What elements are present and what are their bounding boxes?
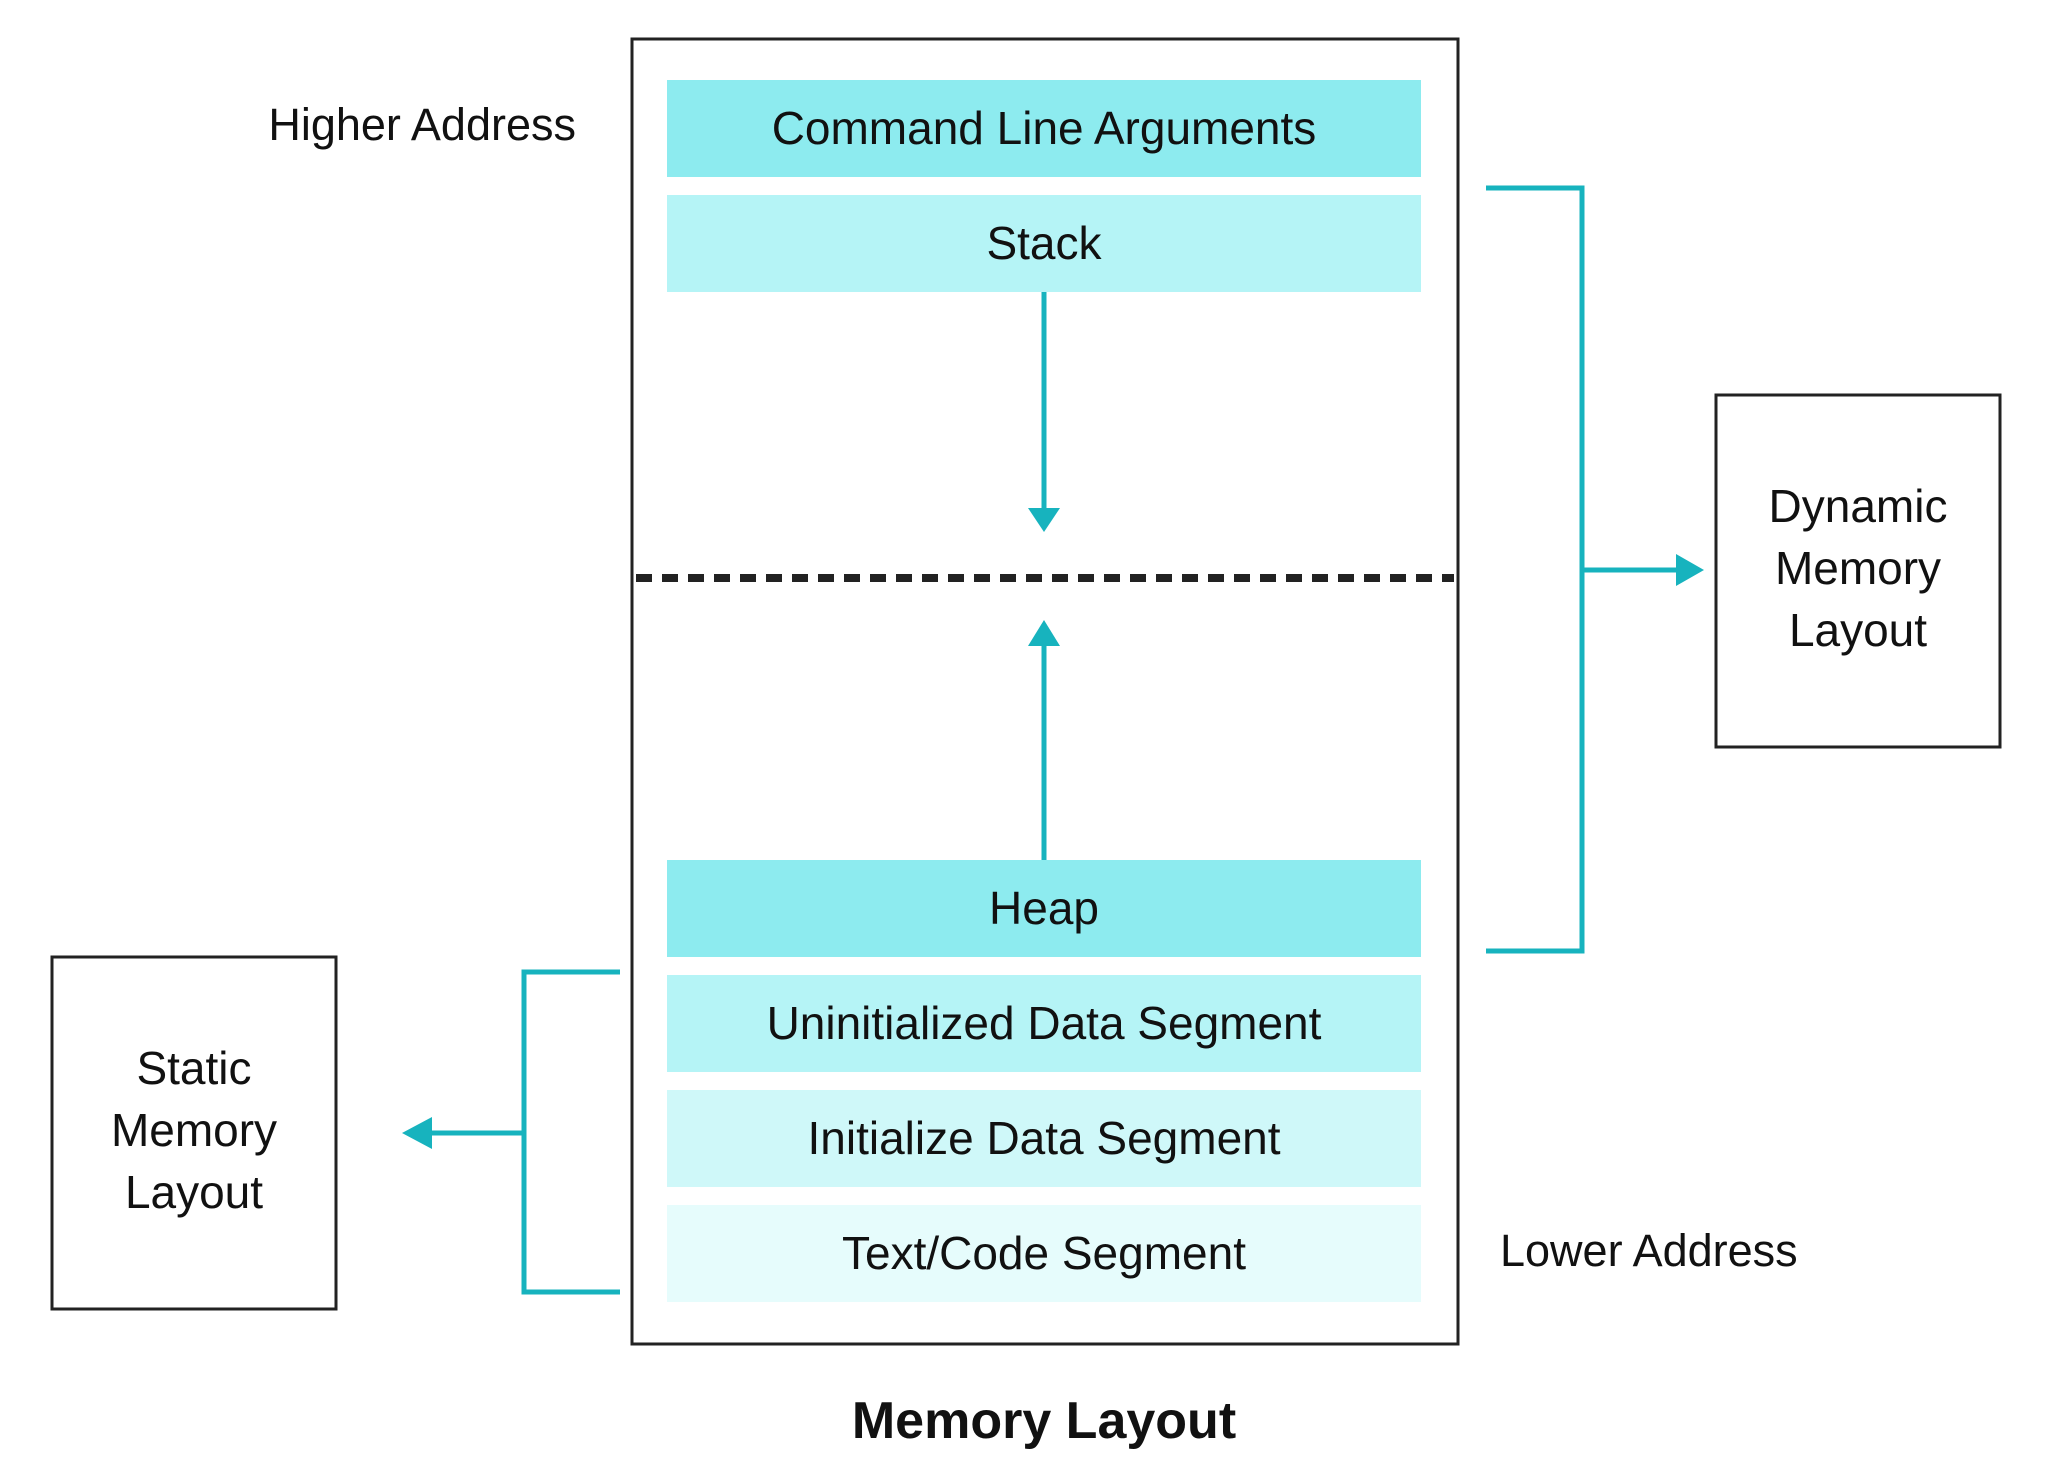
segment-stack: [667, 195, 1421, 292]
dynamic-bracket: [1486, 185, 1585, 954]
static-box-line-3: Layout: [125, 1166, 263, 1218]
lower-address-label: Lower Address: [1500, 1225, 1798, 1276]
segment-text-code-label: Text/Code Segment: [842, 1227, 1246, 1279]
dynamic-memory-layout-box: [1714, 393, 2002, 749]
segment-heap-label: Heap: [989, 882, 1099, 934]
segment-uninitialized-data: [667, 975, 1421, 1072]
segment-heap: [667, 860, 1421, 957]
static-arrow-icon: [402, 1117, 432, 1149]
segment-command-line-arguments: [667, 80, 1421, 177]
dynamic-arrow-icon: [1676, 554, 1704, 586]
higher-address-label: Higher Address: [268, 99, 576, 150]
static-box-line-2: Memory: [111, 1104, 277, 1156]
segment-stack-label: Stack: [986, 217, 1102, 269]
segment-command-line-arguments-label: Command Line Arguments: [772, 102, 1317, 154]
segment-uninitialized-data-label: Uninitialized Data Segment: [767, 997, 1322, 1049]
dynamic-box-line-2: Memory: [1775, 542, 1941, 594]
segment-text-code: [667, 1205, 1421, 1302]
static-bracket: [521, 969, 620, 1295]
dynamic-box-line-3: Layout: [1789, 604, 1927, 656]
stack-growth-arrow-icon: [1028, 508, 1060, 532]
segment-initialize-data: [667, 1090, 1421, 1187]
dynamic-box-line-1: Dynamic: [1769, 480, 1948, 532]
diagram-title: Memory Layout: [852, 1392, 1236, 1450]
segment-initialize-data-label: Initialize Data Segment: [807, 1112, 1280, 1164]
static-memory-layout-box: [50, 955, 338, 1311]
heap-growth-arrow-icon: [1028, 620, 1060, 646]
static-box-line-1: Static: [136, 1042, 251, 1094]
